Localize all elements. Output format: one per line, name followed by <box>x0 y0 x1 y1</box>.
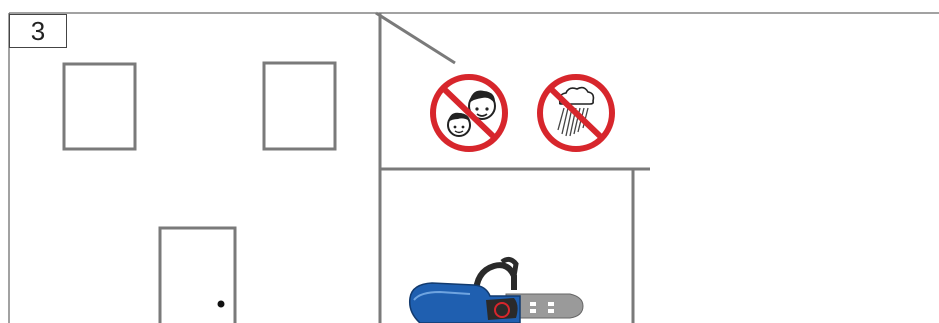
step-number-label: 3 <box>9 14 67 48</box>
no-rain-icon <box>540 77 612 149</box>
chainsaw-icon <box>410 259 583 323</box>
no-children-icon <box>433 77 505 149</box>
step-number: 3 <box>31 16 45 47</box>
house-window-right <box>264 63 335 149</box>
house-outline <box>64 63 335 323</box>
roof-line <box>376 13 455 63</box>
house-door <box>160 228 235 323</box>
house-window-left <box>64 64 135 149</box>
door-knob <box>218 301 225 308</box>
